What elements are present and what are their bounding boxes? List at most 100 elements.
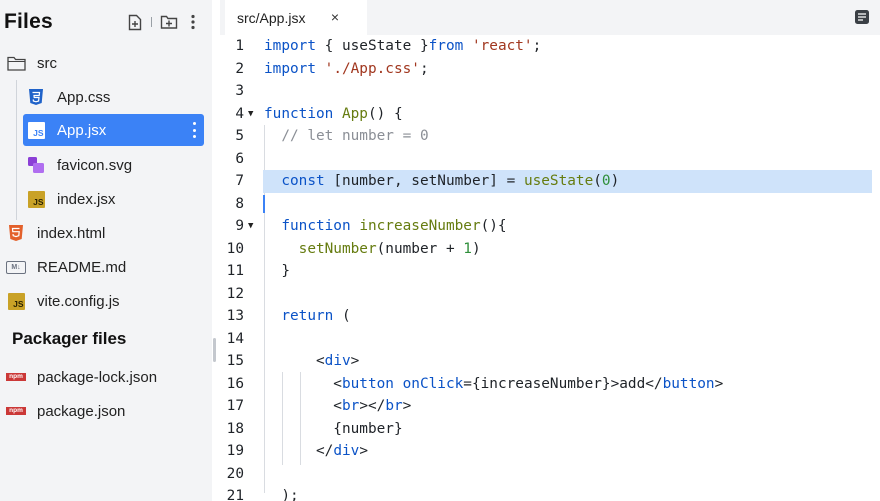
code-line-highlighted[interactable]: 7 const [number, setNumber] = useState(0… — [235, 170, 872, 193]
tree-item-label: package-lock.json — [37, 368, 158, 386]
code-line[interactable]: 11 } — [220, 260, 880, 283]
code-text: <div> — [264, 353, 360, 369]
code-line[interactable]: 17 <br></br> — [220, 395, 880, 418]
code-line[interactable]: 1 import { useState }from 'react'; — [220, 35, 880, 58]
close-tab-icon[interactable]: × — [330, 9, 340, 25]
npm-file-icon: npm — [6, 401, 26, 421]
file-explorer-sidebar: Files src App.css JS App.jsx — [0, 0, 212, 501]
code-line[interactable]: 13 return ( — [220, 305, 880, 328]
tree-item-index-html[interactable]: index.html — [4, 217, 204, 249]
tree-item-app-css[interactable]: App.css — [24, 81, 204, 113]
line-number: 3 — [235, 83, 244, 99]
files-header: Files — [0, 0, 212, 44]
code-text: import { useState }from 'react'; — [264, 38, 542, 54]
indent-guide — [264, 283, 265, 493]
line-number: 7 — [235, 173, 244, 189]
item-options-icon[interactable] — [190, 120, 198, 140]
tree-item-app-jsx[interactable]: JS App.jsx — [23, 114, 204, 146]
css-file-icon — [26, 87, 46, 107]
markdown-file-icon: M↓ — [6, 257, 26, 277]
tree-item-vite-config-js[interactable]: JS vite.config.js — [4, 285, 204, 317]
npm-file-icon: npm — [6, 367, 26, 387]
line-number: 6 — [235, 150, 244, 167]
line-number: 10 — [226, 240, 244, 257]
code-line[interactable]: 16 <button onClick={increaseNumber}>add<… — [220, 373, 880, 396]
html-file-icon — [6, 223, 26, 243]
editor-tab-bar: src/App.jsx × — [220, 0, 880, 35]
code-line[interactable]: 20 — [220, 463, 880, 486]
line-number: 12 — [226, 285, 244, 302]
tree-item-package-lock-json[interactable]: npm package-lock.json — [4, 361, 204, 393]
code-line[interactable]: 3 — [220, 80, 880, 103]
tree-item-readme-md[interactable]: M↓ README.md — [4, 251, 204, 283]
code-text: // let number = 0 — [281, 128, 429, 144]
code-text: <button onClick={increaseNumber}>add</bu… — [264, 375, 724, 392]
line-number: 15 — [226, 353, 244, 369]
code-line[interactable]: 14 — [220, 328, 880, 351]
tree-item-label: index.html — [37, 224, 106, 242]
header-separator — [151, 17, 152, 27]
code-line[interactable]: 8 — [220, 193, 880, 216]
tree-item-label: README.md — [37, 258, 127, 276]
js-file-icon: JS — [6, 291, 26, 311]
tree-item-src[interactable]: src — [4, 47, 204, 79]
js-badge: JS — [27, 121, 45, 139]
code-line[interactable]: 12 — [220, 283, 880, 306]
line-number: 14 — [226, 330, 244, 347]
line-number: 2 — [235, 60, 244, 77]
tree-item-label: vite.config.js — [37, 292, 120, 310]
line-number: 17 — [226, 398, 244, 414]
tab-app-jsx[interactable]: src/App.jsx × — [225, 0, 367, 35]
line-number: 9 — [235, 218, 244, 234]
code-line[interactable]: 5 // let number = 0 — [220, 125, 880, 148]
code-line[interactable]: 19 </div> — [220, 440, 880, 463]
tree-item-label: favicon.svg — [57, 156, 133, 174]
code-line[interactable]: 6 — [220, 148, 880, 171]
panel-resize-handle[interactable] — [213, 338, 216, 362]
line-number: 16 — [226, 375, 244, 392]
js-badge: JS — [7, 292, 25, 310]
code-text: const [number, setNumber] = useState(0) — [281, 173, 620, 189]
npm-badge: npm — [6, 407, 26, 415]
fold-toggle-icon[interactable]: ▼ — [248, 221, 254, 231]
line-number: 8 — [235, 195, 244, 212]
tree-item-index-jsx[interactable]: JS index.jsx — [24, 183, 204, 215]
tree-item-package-json[interactable]: npm package.json — [4, 395, 204, 427]
code-line[interactable]: 10 setNumber(number + 1) — [220, 238, 880, 261]
code-line[interactable]: 15 <div> — [220, 350, 880, 373]
line-number: 20 — [226, 465, 244, 482]
code-text: } — [264, 263, 290, 279]
js-badge: JS — [27, 190, 45, 208]
folder-icon — [6, 53, 26, 73]
line-number: 1 — [235, 38, 244, 54]
code-text: <br></br> — [264, 398, 412, 414]
fold-toggle-icon[interactable]: ▼ — [248, 108, 254, 119]
indent-guide — [300, 372, 301, 465]
code-text: return ( — [281, 308, 351, 324]
tab-label: src/App.jsx — [237, 9, 306, 26]
tree-item-favicon-svg[interactable]: favicon.svg — [24, 149, 204, 181]
markdown-badge: M↓ — [6, 260, 26, 274]
code-line[interactable]: 4▼function App() { — [220, 103, 880, 126]
layout-toggle-icon[interactable] — [854, 9, 870, 25]
js-file-icon: JS — [26, 120, 46, 140]
new-file-icon[interactable] — [126, 13, 144, 31]
code-text: ); — [264, 488, 299, 501]
new-folder-icon[interactable] — [160, 13, 178, 31]
line-number: 13 — [226, 308, 244, 324]
line-number: 11 — [226, 263, 244, 279]
code-editor: src/App.jsx × 1 import { useState }from '… — [220, 0, 880, 501]
line-number: 5 — [235, 128, 244, 144]
code-line[interactable]: 9▼ function increaseNumber(){ — [220, 215, 880, 238]
more-options-icon[interactable] — [184, 13, 202, 31]
line-number: 4 — [235, 105, 244, 122]
tree-item-label: App.jsx — [57, 121, 107, 139]
tree-item-label: package.json — [37, 402, 126, 420]
code-line[interactable]: 21 ); — [220, 485, 880, 501]
indent-guide — [282, 372, 283, 465]
line-number: 19 — [226, 443, 244, 459]
code-line[interactable]: 18 {number} — [220, 418, 880, 441]
code-text: </div> — [264, 443, 368, 459]
